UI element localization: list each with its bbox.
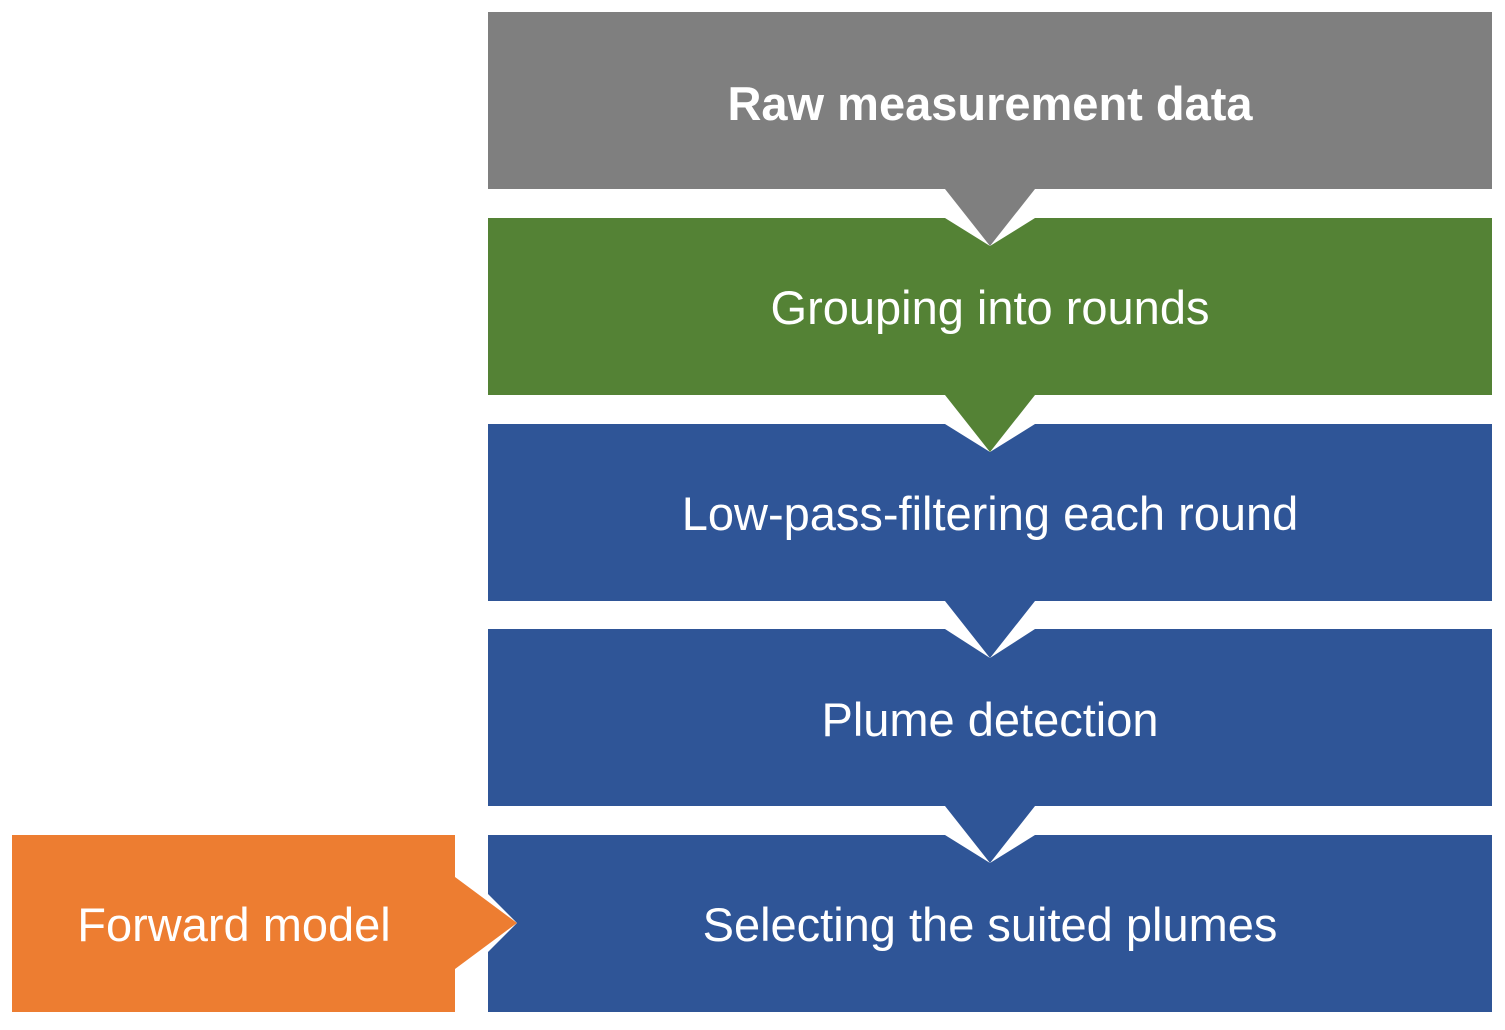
step-plume-detection-shape	[488, 629, 1492, 863]
step-grouping-into-rounds-label: Grouping into rounds	[771, 281, 1210, 334]
side-input-forward-model-shape	[12, 835, 517, 1012]
side-input-forward-model-label: Forward model	[77, 898, 390, 951]
step-low-pass-filtering-shape	[488, 424, 1492, 658]
step-selecting-suited-plumes-label: Selecting the suited plumes	[703, 898, 1278, 951]
step-plume-detection-label: Plume detection	[821, 693, 1158, 746]
step-raw-measurement-data-label: Raw measurement data	[727, 77, 1253, 130]
step-raw-measurement-data-shape	[488, 12, 1492, 246]
step-selecting-suited-plumes-shape	[488, 835, 1492, 1012]
step-low-pass-filtering-label: Low-pass-filtering each round	[682, 487, 1299, 540]
step-grouping-into-rounds-shape	[488, 218, 1492, 452]
